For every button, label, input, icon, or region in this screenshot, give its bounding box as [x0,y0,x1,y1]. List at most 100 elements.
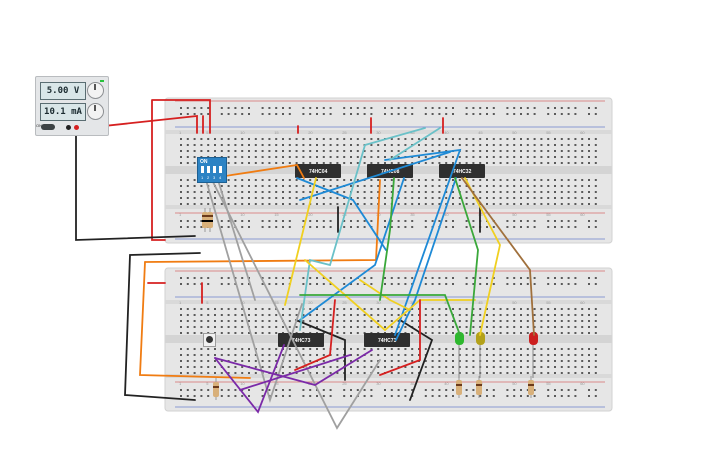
breadboard-hole[interactable] [581,197,584,199]
breadboard-hole[interactable] [533,220,536,222]
breadboard-hole[interactable] [526,226,529,228]
breadboard-hole[interactable] [180,138,182,140]
breadboard-hole[interactable] [282,185,284,187]
breadboard-hole[interactable] [594,320,597,322]
breadboard-hole[interactable] [506,185,509,187]
breadboard-hole[interactable] [275,197,278,199]
breadboard-hole[interactable] [350,162,352,164]
breadboard-hole[interactable] [404,348,407,350]
breadboard-hole[interactable] [343,226,346,228]
breadboard-hole[interactable] [227,156,230,158]
breadboard-hole[interactable] [261,332,264,334]
breadboard-hole[interactable] [180,354,182,356]
breadboard-hole[interactable] [343,113,346,115]
breadboard-hole[interactable] [560,203,563,205]
breadboard-hole[interactable] [200,308,203,310]
breadboard-hole[interactable] [560,156,563,158]
breadboard-hole[interactable] [234,150,237,152]
breadboard-hole[interactable] [479,308,482,310]
breadboard-hole[interactable] [513,150,516,152]
breadboard-hole[interactable] [309,191,312,193]
breadboard-hole[interactable] [295,372,298,374]
breadboard-hole[interactable] [220,320,223,322]
breadboard-hole[interactable] [445,389,448,391]
breadboard-hole[interactable] [295,366,298,368]
breadboard-hole[interactable] [248,162,250,164]
breadboard-hole[interactable] [567,150,570,152]
breadboard-hole[interactable] [547,308,550,310]
breadboard-hole[interactable] [275,277,278,279]
breadboard-hole[interactable] [322,308,325,310]
breadboard-hole[interactable] [377,191,380,193]
breadboard-hole[interactable] [309,185,312,187]
breadboard-hole[interactable] [302,354,305,356]
breadboard-hole[interactable] [295,156,298,158]
breadboard-hole[interactable] [465,372,468,374]
breadboard-hole[interactable] [282,156,284,158]
breadboard-hole[interactable] [309,389,312,391]
breadboard-hole[interactable] [574,197,577,199]
breadboard-hole[interactable] [268,326,271,328]
breadboard-hole[interactable] [526,308,529,310]
breadboard-hole[interactable] [594,354,597,356]
breadboard-hole[interactable] [193,277,196,279]
breadboard-hole[interactable] [540,348,543,350]
breadboard-hole[interactable] [526,366,529,368]
breadboard-hole[interactable] [479,197,482,199]
breadboard-hole[interactable] [227,203,230,205]
breadboard-hole[interactable] [261,360,264,362]
breadboard-hole[interactable] [424,372,427,374]
breadboard-hole[interactable] [377,162,380,164]
breadboard-hole[interactable] [411,162,414,164]
breadboard-hole[interactable] [180,191,182,193]
breadboard-hole[interactable] [370,107,373,109]
breadboard-hole[interactable] [282,150,284,152]
breadboard-hole[interactable] [268,113,271,115]
breadboard-hole[interactable] [465,138,468,140]
breadboard-hole[interactable] [418,354,420,356]
breadboard-hole[interactable] [513,203,516,205]
breadboard-hole[interactable] [513,360,516,362]
breadboard-hole[interactable] [411,314,414,316]
breadboard-hole[interactable] [438,185,441,187]
breadboard-hole[interactable] [193,150,196,152]
breadboard-hole[interactable] [445,113,448,115]
breadboard-hole[interactable] [336,332,339,334]
breadboard-hole[interactable] [404,113,407,115]
breadboard-hole[interactable] [288,226,291,228]
breadboard-hole[interactable] [452,191,454,193]
breadboard-hole[interactable] [499,150,502,152]
breadboard-hole[interactable] [329,326,332,328]
breadboard-hole[interactable] [343,320,346,322]
breadboard-hole[interactable] [248,372,250,374]
breadboard-hole[interactable] [588,179,590,181]
breadboard-hole[interactable] [254,179,257,181]
breadboard-hole[interactable] [486,348,488,350]
breadboard-hole[interactable] [567,144,570,146]
breadboard-hole[interactable] [363,308,366,310]
breadboard-hole[interactable] [424,197,427,199]
chip-74hc73-b[interactable]: 74HC73 [364,333,410,347]
breadboard-hole[interactable] [506,389,509,391]
breadboard-hole[interactable] [350,156,352,158]
breadboard-hole[interactable] [316,395,318,397]
breadboard-hole[interactable] [356,203,359,205]
breadboard-hole[interactable] [472,372,475,374]
breadboard-hole[interactable] [200,354,203,356]
breadboard-hole[interactable] [499,144,502,146]
breadboard-hole[interactable] [295,197,298,199]
breadboard-hole[interactable] [581,326,584,328]
breadboard-hole[interactable] [411,107,414,109]
breadboard-hole[interactable] [547,138,550,140]
breadboard-hole[interactable] [193,332,196,334]
breadboard-hole[interactable] [513,395,516,397]
breadboard-hole[interactable] [363,138,366,140]
breadboard-hole[interactable] [567,185,570,187]
breadboard-hole[interactable] [316,348,318,350]
breadboard-hole[interactable] [234,360,237,362]
breadboard-hole[interactable] [574,314,577,316]
breadboard-hole[interactable] [316,314,318,316]
breadboard-hole[interactable] [533,314,536,316]
breadboard-hole[interactable] [588,308,590,310]
breadboard-hole[interactable] [295,326,298,328]
